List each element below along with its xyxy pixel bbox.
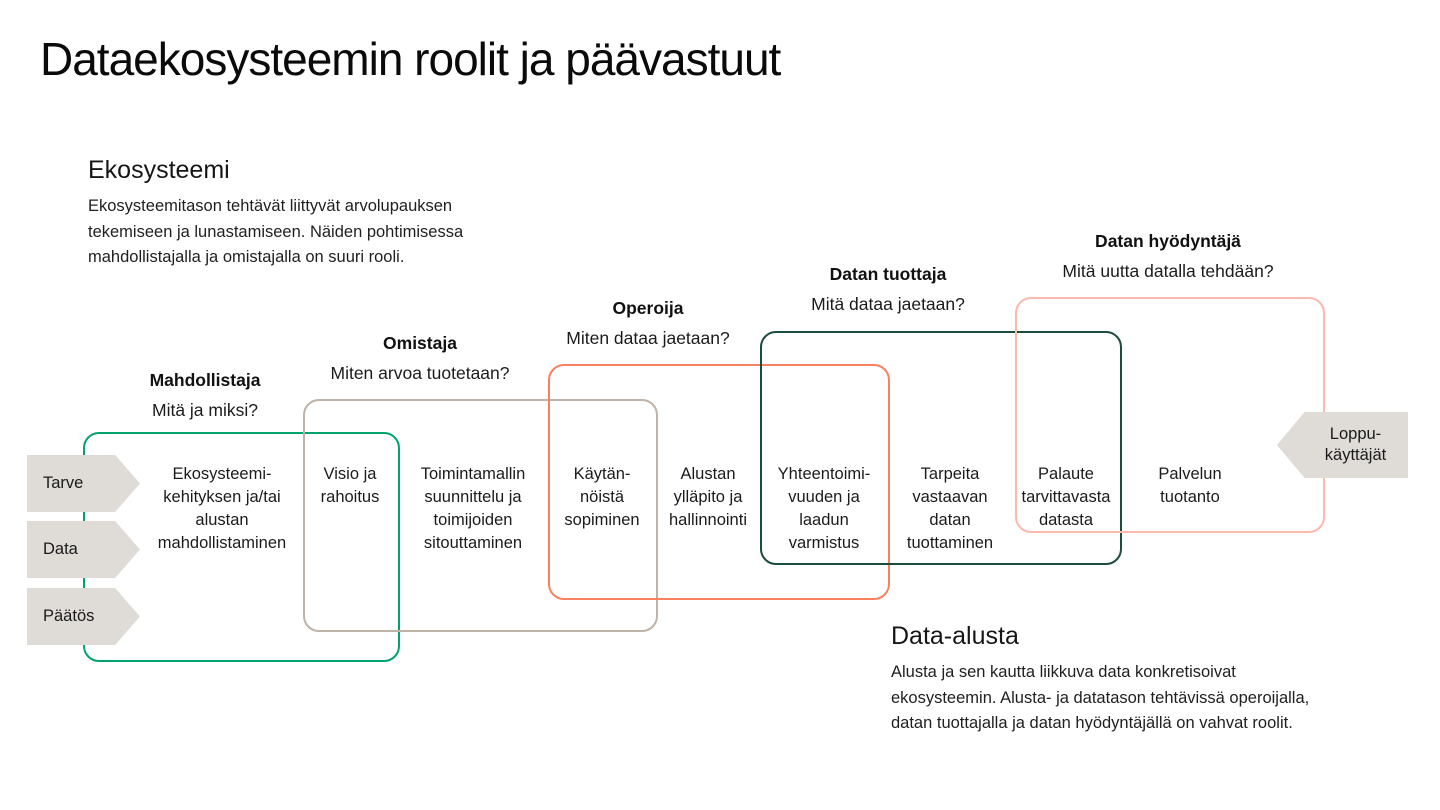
- task-toimintamallin-suunnittelu: Toimintamallin suunnittelu ja toimijoide…: [420, 465, 526, 552]
- task-visio-ja-rahoitus: Visio ja rahoitus: [320, 465, 380, 506]
- role-name-mahdollistaja: Mahdollistaja: [149, 370, 261, 390]
- flow-arrow-data: Data: [27, 521, 140, 578]
- platform-note: Data-alusta Alusta ja sen kautta liikkuv…: [891, 622, 1343, 737]
- role-heading-datan-hyodyntaja: Datan hyödyntäjä Mitä uutta datalla tehd…: [1062, 231, 1273, 282]
- role-question-operoija: Miten dataa jaetaan?: [566, 328, 730, 348]
- role-heading-operoija: Operoija Miten dataa jaetaan?: [566, 298, 729, 349]
- task-palaute-datasta: Palaute tarvittavasta datasta: [1021, 465, 1111, 529]
- end-users-arrow: Loppu- käyttäjät: [1277, 412, 1408, 478]
- flow-arrow-tarve: Tarve: [27, 455, 140, 512]
- slide-title: Dataekosysteemin roolit ja päävastuut: [40, 33, 781, 85]
- task-yhteentoimivuuden-varmistus: Yhteentoimi- vuuden ja laadun varmistus: [777, 465, 871, 552]
- role-question-datan-tuottaja: Mitä dataa jaetaan?: [811, 294, 965, 314]
- role-name-datan-tuottaja: Datan tuottaja: [829, 264, 947, 284]
- ecosystem-note: Ekosysteemi Ekosysteemitason tehtävät li…: [88, 156, 480, 271]
- role-heading-datan-tuottaja: Datan tuottaja Mitä dataa jaetaan?: [811, 264, 965, 315]
- role-box-datan-tuottaja: [760, 331, 1122, 565]
- ecosystem-note-heading: Ekosysteemi: [88, 156, 230, 184]
- task-ekosysteemin-mahdollistaminen: Ekosysteemi- kehityksen ja/tai alustan m…: [157, 465, 287, 552]
- ecosystem-note-body: Ekosysteemitason tehtävät liittyvät arvo…: [88, 197, 464, 267]
- flow-arrow-paatos: Päätös: [27, 588, 140, 645]
- role-box-operoija: [548, 364, 890, 600]
- role-box-omistaja: [303, 399, 658, 632]
- role-name-omistaja: Omistaja: [383, 333, 457, 353]
- platform-note-heading: Data-alusta: [891, 622, 1019, 650]
- role-heading-mahdollistaja: Mahdollistaja Mitä ja miksi?: [150, 370, 261, 421]
- task-alustan-yllapito: Alustan ylläpito ja hallinnointi: [669, 465, 747, 529]
- task-kaytannoista-sopiminen: Käytän- nöistä sopiminen: [564, 465, 640, 529]
- platform-note-body: Alusta ja sen kautta liikkuva data konkr…: [891, 663, 1310, 733]
- role-name-operoija: Operoija: [612, 298, 684, 318]
- task-palvelun-tuotanto: Palvelun tuotanto: [1158, 465, 1222, 506]
- task-datan-tuottaminen: Tarpeita vastaavan datan tuottaminen: [906, 465, 994, 552]
- role-heading-omistaja: Omistaja Miten arvoa tuotetaan?: [330, 333, 509, 384]
- role-question-mahdollistaja: Mitä ja miksi?: [151, 400, 258, 420]
- role-question-omistaja: Miten arvoa tuotetaan?: [330, 363, 510, 383]
- role-name-datan-hyodyntaja: Datan hyödyntäjä: [1095, 231, 1241, 251]
- role-question-datan-hyodyntaja: Mitä uutta datalla tehdään?: [1062, 261, 1274, 281]
